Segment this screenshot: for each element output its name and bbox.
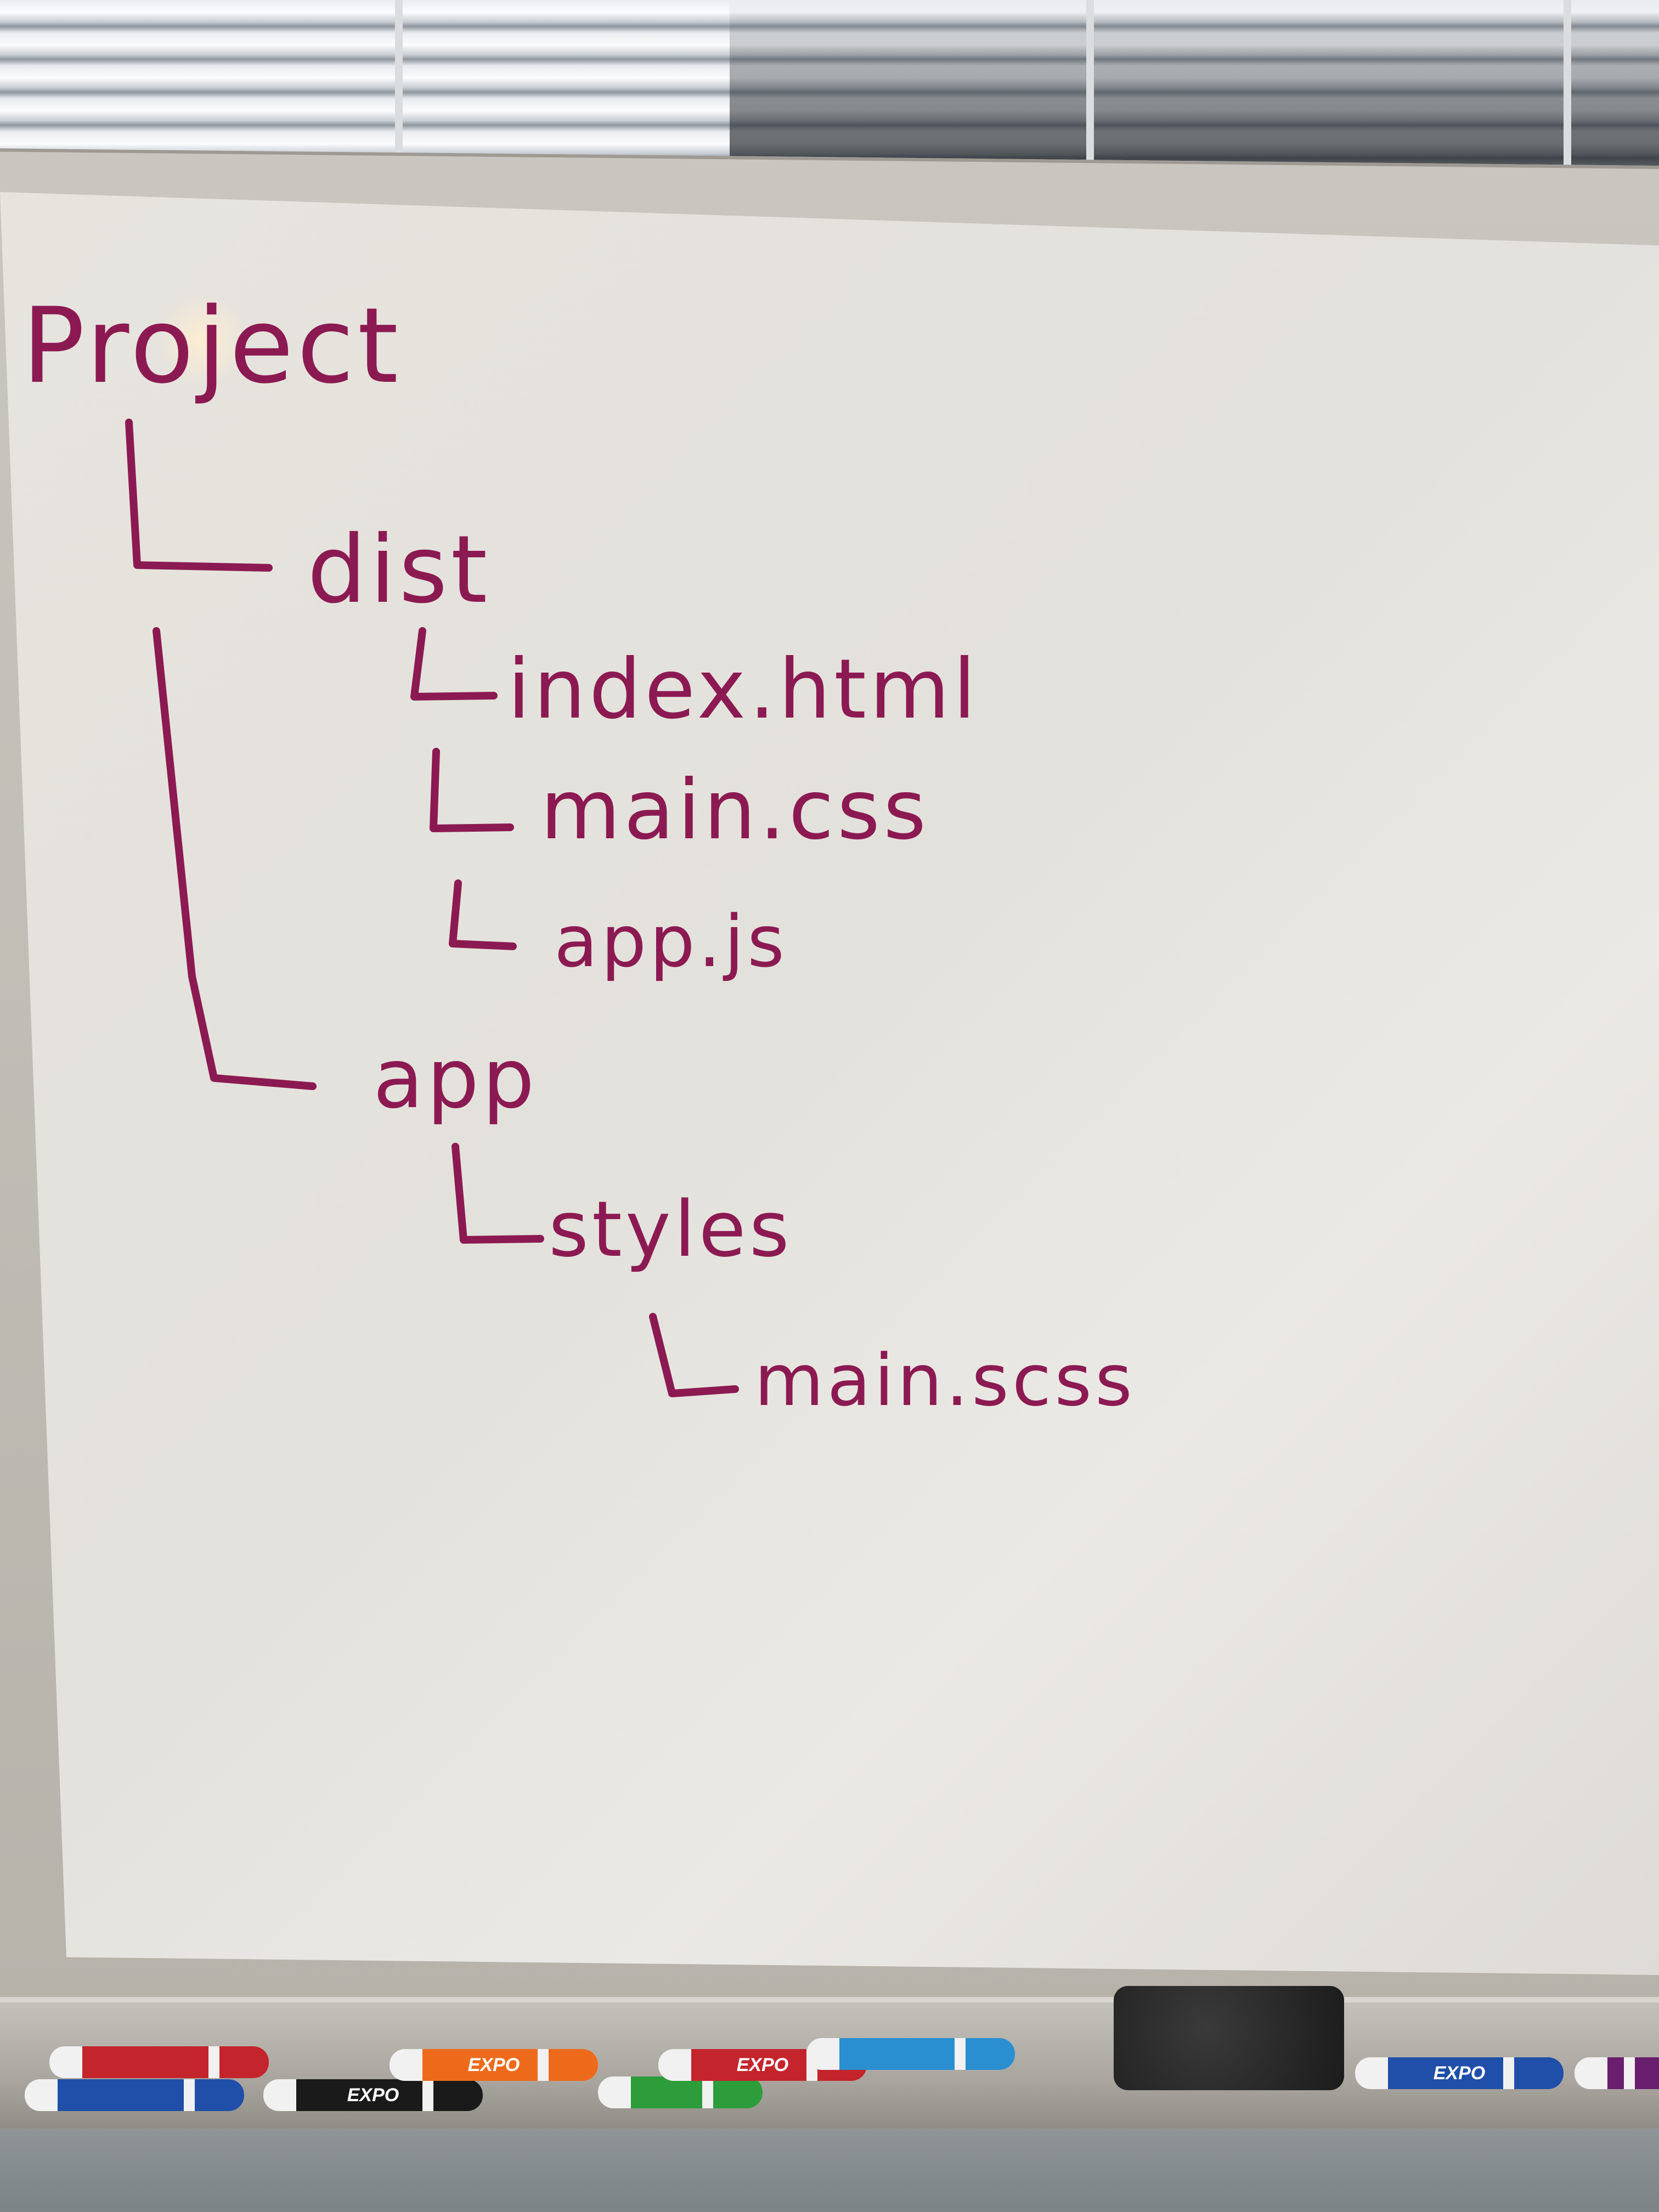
connector-app-js <box>449 879 517 950</box>
tree-node-app-js: app.js <box>554 900 788 983</box>
marker-cap <box>1635 2057 1659 2089</box>
dry-erase-marker[interactable] <box>49 2046 269 2078</box>
connector-index <box>410 627 498 701</box>
marker-cap <box>549 2049 598 2081</box>
tree-node-index-html: index.html <box>507 642 979 737</box>
dry-erase-marker[interactable] <box>1575 2057 1659 2089</box>
dry-erase-marker[interactable]: EXPO <box>263 2079 483 2111</box>
blind-cord <box>1564 0 1571 181</box>
marker-cap <box>219 2046 269 2078</box>
tree-node-main-scss: main.scss <box>754 1339 1136 1422</box>
floor <box>0 2129 1659 2212</box>
connector-styles <box>452 1143 544 1244</box>
connector-app <box>153 627 317 1090</box>
dry-erase-marker[interactable] <box>598 2076 763 2108</box>
connector-dist <box>125 419 273 572</box>
marker-brand: EXPO <box>467 2055 520 2075</box>
tree-root-label: Project <box>22 285 402 407</box>
dry-erase-marker[interactable] <box>806 2038 1015 2070</box>
marker-label-band <box>58 2079 184 2111</box>
marker-brand: EXPO <box>736 2055 789 2075</box>
connector-main-css <box>430 748 514 832</box>
marker-label-band <box>691 2049 806 2081</box>
marker-cap <box>966 2038 1015 2070</box>
dry-erase-marker[interactable]: EXPO <box>390 2049 598 2081</box>
marker-cap <box>713 2076 763 2108</box>
marker-cap <box>1514 2057 1564 2089</box>
dry-erase-marker[interactable]: EXPO <box>1355 2057 1564 2089</box>
marker-label-band <box>422 2049 538 2081</box>
tree-node-styles: styles <box>549 1185 793 1274</box>
tree-node-dist: dist <box>307 516 491 624</box>
tree-node-main-css: main.css <box>540 763 930 858</box>
marker-cap <box>433 2079 483 2111</box>
blind-cord <box>395 0 403 181</box>
tree-node-app: app <box>373 1031 538 1127</box>
marker-label-band <box>296 2079 422 2111</box>
marker-label-band <box>1607 2057 1624 2089</box>
marker-label-band <box>1388 2057 1503 2089</box>
marker-label-band <box>839 2038 955 2070</box>
light-glare <box>154 296 252 384</box>
whiteboard-eraser[interactable] <box>1114 1986 1344 2090</box>
blind-cord <box>1086 0 1094 181</box>
marker-label-band <box>82 2046 208 2078</box>
marker-brand: EXPO <box>1433 2063 1486 2084</box>
marker-label-band <box>631 2076 702 2108</box>
window-shadow <box>730 0 1659 181</box>
marker-brand: EXPO <box>347 2085 399 2106</box>
dry-erase-marker[interactable] <box>25 2079 244 2111</box>
connector-main-scss <box>649 1313 739 1397</box>
marker-cap <box>195 2079 244 2111</box>
